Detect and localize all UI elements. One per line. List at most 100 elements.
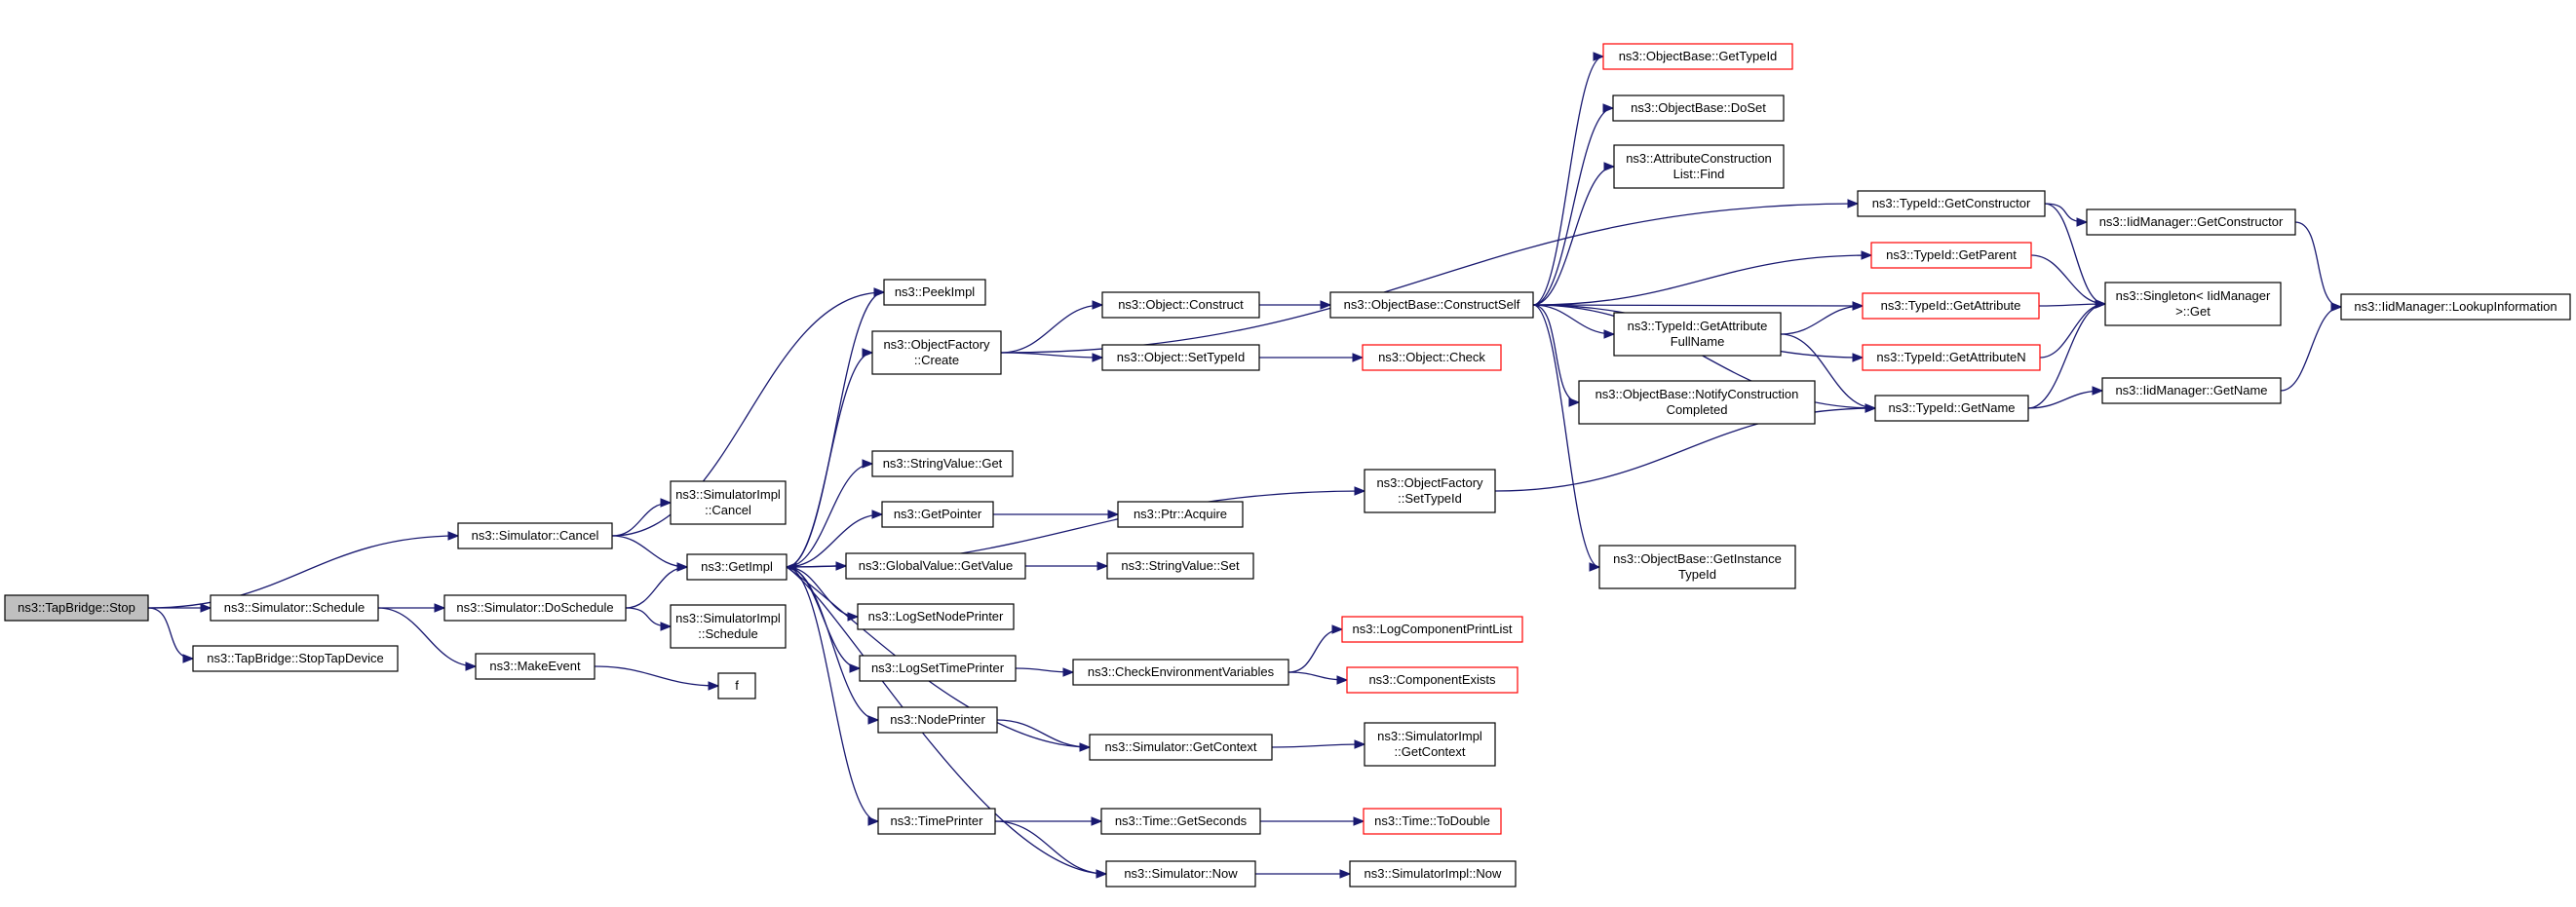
arrowhead-objsettypeid-to-objcheck: [1352, 353, 1365, 362]
node-box-objconstruct[interactable]: [1101, 291, 1260, 319]
node-box-ptracquire[interactable]: [1117, 501, 1244, 528]
node-box-acfind[interactable]: [1613, 144, 1785, 189]
node-box-timetodouble[interactable]: [1363, 808, 1502, 835]
node-box-simnow[interactable]: [1105, 860, 1256, 888]
node-box-cancel[interactable]: [457, 522, 613, 549]
node-box-schedule[interactable]: [210, 594, 379, 622]
node-box-logcompprint[interactable]: [1341, 616, 1523, 643]
call-edge-ofcreate-to-objsettypeid: [1000, 352, 1103, 359]
arrowhead-tidgetname-to-singletonget: [2095, 299, 2107, 309]
node-box-stoptap[interactable]: [192, 645, 399, 672]
arrowhead-schedule-to-doschedule: [434, 603, 446, 613]
call-edge-constructself-to-tidgetattribute: [1532, 304, 1864, 307]
node-box-obgettypeid[interactable]: [1602, 43, 1793, 70]
node-box-singletonget[interactable]: [2104, 282, 2282, 326]
arrowhead-constructself-to-tidgetparent: [1861, 250, 1873, 260]
node-box-timeprinter[interactable]: [877, 808, 996, 835]
call-edge-checkenv-to-logcompprint: [1288, 628, 1343, 673]
call-edge-tidgetattributen-to-singletonget: [2039, 303, 2106, 359]
arrowhead-timeprinter-to-timegetseconds: [1091, 816, 1103, 826]
call-edge-tidgetname-to-singletonget: [2027, 303, 2106, 409]
node-box-obnotify[interactable]: [1578, 380, 1816, 425]
node-box-logsettime[interactable]: [859, 655, 1017, 682]
call-edge-simgetcontext-to-simimplgetcontext: [1271, 743, 1365, 748]
node-box-simimplgetcontext[interactable]: [1364, 722, 1496, 767]
node-box-compexists[interactable]: [1346, 666, 1519, 694]
node-box-timegetseconds[interactable]: [1100, 808, 1261, 835]
node-box-tidgetparent[interactable]: [1870, 242, 2032, 269]
arrowhead-cancel-to-simimplcancel: [660, 498, 673, 508]
call-edge-constructself-to-tidgetname: [1532, 304, 1876, 409]
call-edge-tidgetattrfull-to-tidgetname: [1780, 333, 1876, 409]
call-edge-getimpl-to-nodeprinter: [786, 566, 879, 721]
node-box-ofsettypeid[interactable]: [1364, 469, 1496, 513]
node-box-tidgetattribute[interactable]: [1862, 292, 2040, 320]
node-box-f[interactable]: [717, 672, 756, 699]
node-box-checkenv[interactable]: [1072, 659, 1289, 686]
node-box-iidgetconstructor[interactable]: [2086, 208, 2296, 236]
node-box-strvalset[interactable]: [1106, 552, 1254, 580]
node-box-ofcreate[interactable]: [871, 330, 1002, 375]
arrowhead-simgetcontext-to-simimplgetcontext: [1354, 739, 1366, 749]
call-edge-getimpl-to-strvalget: [786, 463, 873, 568]
call-edge-getimpl-to-ofcreate: [786, 352, 873, 568]
node-box-simimplschedule[interactable]: [670, 604, 787, 649]
node-box-tidgetname[interactable]: [1874, 395, 2029, 422]
call-edge-schedule-to-makeevent: [377, 607, 477, 667]
call-edge-getimpl-to-getpointer: [786, 513, 883, 568]
call-edge-iidgetconstructor-to-iidlookup: [2294, 221, 2342, 308]
call-edge-tapstop-to-cancel: [147, 535, 459, 609]
arrowhead-getimpl-to-nodeprinter: [867, 715, 880, 725]
node-box-simimplnow[interactable]: [1349, 860, 1517, 888]
node-box-simgetcontext[interactable]: [1089, 734, 1273, 761]
arrowhead-doschedule-to-getimpl: [676, 562, 689, 572]
arrowhead-constructself-to-obgetinstance: [1589, 562, 1601, 572]
node-box-logsetnode[interactable]: [857, 603, 1015, 630]
call-edge-simnow-to-getimpl: [786, 566, 1107, 875]
call-edge-constructself-to-acfind: [1532, 166, 1615, 306]
call-edge-doschedule-to-getimpl: [625, 566, 688, 609]
arrowhead-getimpl-to-ofsettypeid: [1354, 486, 1366, 496]
call-edge-makeevent-to-f: [594, 665, 719, 687]
node-box-strvalget[interactable]: [871, 450, 1014, 477]
node-box-obdoset[interactable]: [1612, 94, 1785, 122]
arrowhead-doschedule-to-simimplschedule: [660, 622, 673, 631]
node-box-getpointer[interactable]: [881, 501, 994, 528]
arrowhead-constructself-to-obnotify: [1568, 397, 1581, 407]
node-box-iidgetname[interactable]: [2101, 377, 2282, 404]
node-box-tidgetconstructor[interactable]: [1857, 190, 2046, 217]
node-box-objcheck[interactable]: [1362, 344, 1502, 371]
arrowhead-tidgetconstructor-to-iidgetconstructor: [2076, 217, 2089, 227]
arrowhead-tidgetattrfull-to-tidgetattribute: [1852, 301, 1865, 311]
call-edge-constructself-to-tidgetattrfull: [1532, 304, 1615, 335]
call-edge-tidgetparent-to-singletonget: [2030, 254, 2106, 305]
arrowhead-ofcreate-to-objsettypeid: [1092, 353, 1104, 362]
node-box-gvgetvalue[interactable]: [845, 552, 1026, 580]
node-box-constructself[interactable]: [1329, 291, 1534, 319]
arrowhead-checkenv-to-logcompprint: [1331, 624, 1344, 634]
arrowhead-iidgetname-to-iidlookup: [2330, 302, 2343, 312]
arrowhead-constructself-to-obdoset: [1602, 103, 1615, 113]
node-box-tapstop[interactable]: [4, 594, 149, 622]
call-edge-constructself-to-obdoset: [1532, 107, 1614, 306]
node-box-tidgetattributen[interactable]: [1862, 344, 2041, 371]
node-box-peekimpl[interactable]: [883, 279, 986, 306]
call-edge-cancel-to-getimpl: [611, 535, 688, 568]
arrowhead-ofcreate-to-tidgetconstructor: [1847, 199, 1860, 208]
node-box-iidlookup[interactable]: [2340, 293, 2571, 321]
arrowhead-getimpl-to-strvalget: [862, 459, 874, 469]
arrowhead-getimpl-to-ofcreate: [862, 348, 874, 358]
call-edge-ofcreate-to-objconstruct: [1000, 304, 1103, 354]
call-edge-ofcreate-to-tidgetconstructor: [1000, 203, 1859, 354]
node-box-getimpl[interactable]: [686, 553, 788, 581]
node-box-makeevent[interactable]: [475, 653, 596, 680]
node-box-simimplcancel[interactable]: [670, 480, 787, 525]
node-box-obgetinstance[interactable]: [1598, 545, 1796, 589]
node-box-tidgetattrfull[interactable]: [1613, 312, 1782, 357]
arrowhead-tapstop-to-stoptap: [182, 654, 195, 663]
node-box-objsettypeid[interactable]: [1101, 344, 1260, 371]
node-box-nodeprinter[interactable]: [877, 706, 998, 734]
node-box-doschedule[interactable]: [443, 594, 627, 622]
